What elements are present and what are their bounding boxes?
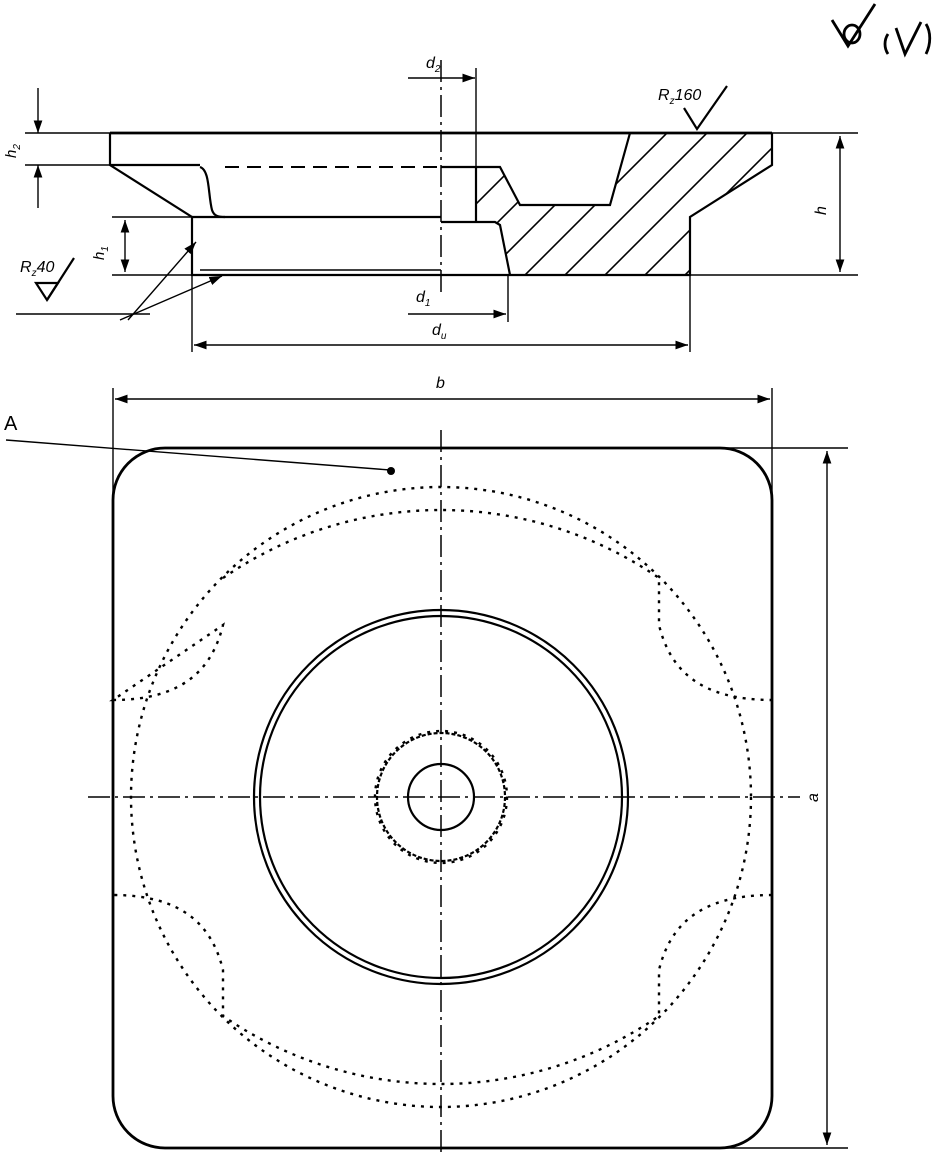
roughness-symbol-rz160: Rz160	[658, 85, 728, 132]
outer-rounded-square	[111, 446, 774, 1150]
rz40-label: Rz40	[20, 259, 54, 279]
roughness-symbol-rz40: Rz40	[16, 241, 223, 321]
section-view: h2 h1 h d2 d1 du	[3, 3, 932, 352]
right-inner-step	[441, 220, 512, 276]
dotted-lobed-contour	[109, 508, 773, 1086]
h1-label: h1	[91, 246, 111, 260]
knurled-hub-circle	[375, 731, 507, 863]
view-marker-dot	[387, 467, 395, 475]
b-label: b	[436, 375, 445, 392]
view-marker-a: A	[4, 413, 18, 435]
general-roughness-symbol	[830, 3, 932, 58]
h-label: h	[813, 206, 830, 215]
central-bore-circle	[406, 762, 476, 832]
rz160-check	[683, 85, 728, 132]
rz40-leader-2	[119, 275, 223, 321]
rz40-tick	[46, 257, 75, 301]
a-label: a	[805, 793, 822, 802]
left-flange-outline	[108, 133, 441, 277]
rz160-label: Rz160	[658, 87, 701, 107]
general-check-circle	[842, 23, 862, 45]
d1-label: d1	[416, 289, 430, 309]
du-label: du	[432, 322, 447, 342]
rz40-triangle	[33, 281, 61, 303]
recess-outer-circle	[252, 608, 630, 986]
dotted-hub-ring	[373, 729, 509, 865]
right-section-outline	[441, 132, 774, 277]
bracketed-check-mark	[883, 21, 932, 58]
h2-label: h2	[3, 144, 23, 158]
general-check-mark	[830, 3, 877, 49]
d2-label: d2	[426, 55, 441, 75]
plan-view: b a A	[4, 375, 848, 1155]
view-marker-leader	[5, 439, 391, 471]
left-inner-fillet	[199, 165, 226, 219]
dotted-outer-circle	[129, 485, 753, 1109]
rz40-leader-1	[127, 241, 197, 321]
recess-inner-circle	[258, 614, 624, 980]
